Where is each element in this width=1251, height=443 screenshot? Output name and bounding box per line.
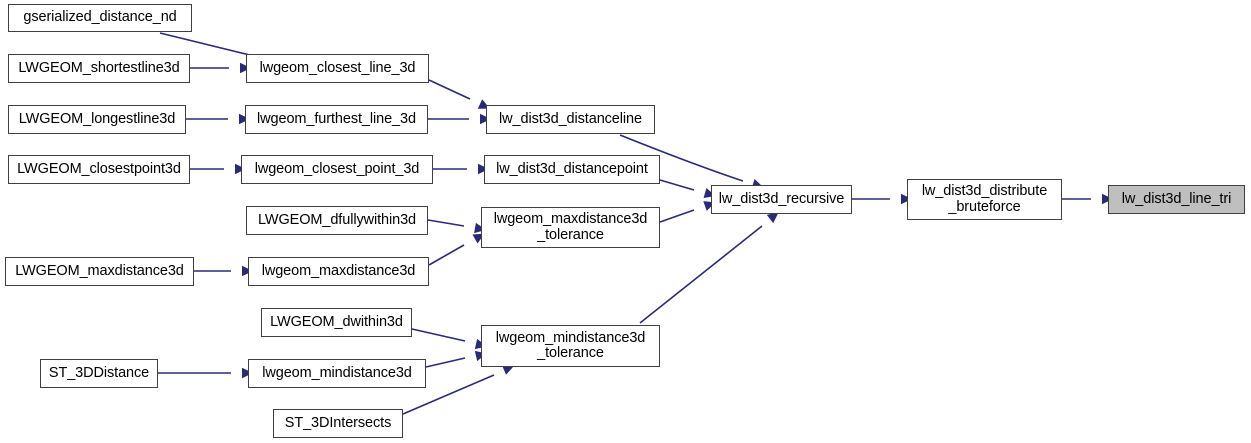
graph-node-label: lw_dist3d_line_tri: [1121, 190, 1232, 207]
graph-node-label: lwgeom_mindistance3d _tolerance: [495, 329, 646, 361]
graph-node-lw_dist3d_distanceline[interactable]: lw_dist3d_distanceline: [486, 105, 655, 134]
graph-node-label: LWGEOM_closestpoint3d: [17, 160, 181, 177]
graph-node-lwgeom_furthest_line_3d[interactable]: lwgeom_furthest_line_3d: [245, 105, 428, 134]
graph-node-lwgeom_maxdistance3d[interactable]: lwgeom_maxdistance3d: [248, 257, 429, 286]
graph-node-lw_dist3d_distancepoint[interactable]: lw_dist3d_distancepoint: [484, 155, 660, 184]
edge-LWGEOM_dfullywithin3d-to-lwgeom_maxdistance3d_tolerance: [427, 219, 465, 227]
graph-node-lw_dist3d_distribute_bruteforce[interactable]: lw_dist3d_distribute _bruteforce: [907, 179, 1062, 220]
graph-node-gserialized_distance_nd[interactable]: gserialized_distance_nd: [8, 4, 192, 32]
graph-node-label: LWGEOM_longestline3d: [18, 110, 176, 127]
edge-lw_dist3d_distancepoint-to-lw_dist3d_recursive: [659, 179, 695, 191]
graph-node-label: lwgeom_furthest_line_3d: [257, 110, 416, 127]
graph-node-label: lw_dist3d_distancepoint: [496, 160, 648, 177]
graph-node-lw_dist3d_recursive[interactable]: lw_dist3d_recursive: [711, 185, 852, 214]
graph-node-lwgeom_mindistance3d_tolerance[interactable]: lwgeom_mindistance3d _tolerance: [481, 325, 660, 367]
graph-node-LWGEOM_shortestline3d[interactable]: LWGEOM_shortestline3d: [8, 54, 190, 83]
graph-node-label: lwgeom_closest_point_3d: [254, 160, 420, 177]
graph-node-ST_3DDistance[interactable]: ST_3DDistance: [40, 359, 158, 388]
graph-node-label: LWGEOM_dfullywithin3d: [258, 211, 416, 228]
graph-node-label: lw_dist3d_recursive: [718, 190, 845, 207]
graph-node-label: lw_dist3d_distanceline: [499, 110, 642, 127]
graph-node-lwgeom_mindistance3d[interactable]: lwgeom_mindistance3d: [248, 359, 426, 388]
graph-node-lw_dist3d_line_tri[interactable]: lw_dist3d_line_tri: [1108, 185, 1245, 214]
graph-node-LWGEOM_longestline3d[interactable]: LWGEOM_longestline3d: [8, 105, 186, 134]
graph-node-label: LWGEOM_shortestline3d: [18, 59, 180, 76]
graph-node-LWGEOM_dwithin3d[interactable]: LWGEOM_dwithin3d: [261, 308, 412, 337]
graph-node-label: ST_3DDistance: [48, 364, 150, 381]
graph-node-label: lwgeom_maxdistance3d: [261, 262, 416, 279]
graph-node-LWGEOM_maxdistance3d[interactable]: LWGEOM_maxdistance3d: [5, 257, 194, 286]
graph-node-label: lwgeom_closest_line_3d: [259, 59, 416, 76]
graph-node-lwgeom_closest_line_3d[interactable]: lwgeom_closest_line_3d: [246, 54, 429, 83]
graph-node-label: lw_dist3d_distribute _bruteforce: [921, 183, 1048, 215]
graph-node-label: gserialized_distance_nd: [23, 9, 177, 26]
edge-lwgeom_mindistance3d-to-lwgeom_mindistance3d_tolerance: [425, 357, 466, 368]
graph-node-label: lwgeom_maxdistance3d _tolerance: [493, 211, 648, 243]
edge-LWGEOM_dwithin3d-to-lwgeom_mindistance3d_tolerance: [411, 328, 466, 342]
edge-lwgeom_maxdistance3d_tolerance-to-lw_dist3d_recursive: [659, 209, 695, 223]
graph-node-label: ST_3DIntersects: [284, 414, 392, 431]
edge-lwgeom_closest_line_3d-to-lw_dist3d_distanceline: [428, 79, 471, 100]
edge-lwgeom_maxdistance3d-to-lwgeom_maxdistance3d_tolerance: [428, 244, 465, 266]
graph-node-LWGEOM_dfullywithin3d[interactable]: LWGEOM_dfullywithin3d: [246, 206, 428, 235]
graph-node-LWGEOM_closestpoint3d[interactable]: LWGEOM_closestpoint3d: [8, 155, 190, 184]
graph-node-label: LWGEOM_maxdistance3d: [15, 262, 184, 279]
graph-node-lwgeom_closest_point_3d[interactable]: lwgeom_closest_point_3d: [241, 155, 433, 184]
graph-node-lwgeom_maxdistance3d_tolerance[interactable]: lwgeom_maxdistance3d _tolerance: [481, 207, 660, 248]
graph-node-label: lwgeom_mindistance3d: [262, 364, 412, 381]
graph-node-ST_3DIntersects[interactable]: ST_3DIntersects: [273, 409, 403, 438]
graph-node-label: LWGEOM_dwithin3d: [270, 313, 403, 330]
